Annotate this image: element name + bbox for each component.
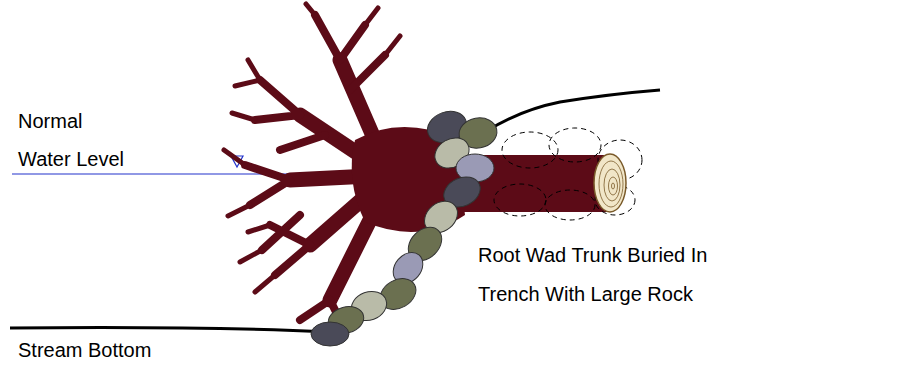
trunk-end xyxy=(594,154,626,212)
large-rocks xyxy=(311,106,499,346)
stream-bottom-line xyxy=(10,328,330,333)
trench-rock-outline xyxy=(494,128,642,220)
label-text: Stream Bottom xyxy=(18,338,218,362)
label-text: Normal Water Level xyxy=(18,102,136,178)
bank-line xyxy=(485,90,660,132)
label-text: Root Wad Trunk Buried In Trench With Lar… xyxy=(478,236,740,314)
tree-rings xyxy=(599,161,623,207)
